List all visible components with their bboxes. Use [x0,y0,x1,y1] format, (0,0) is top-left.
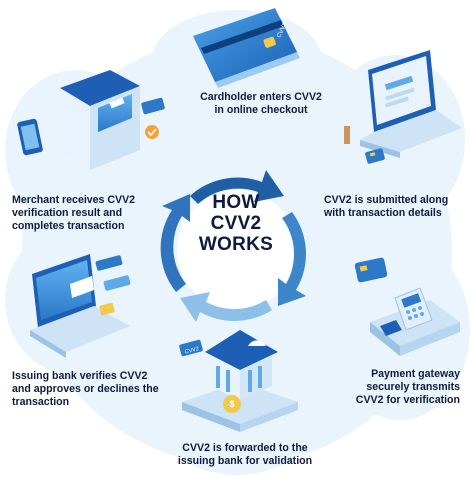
step-caption-6: Merchant receives CVV2 verification resu… [12,194,135,233]
center-circle [177,190,297,310]
step-6-line-2: verification result and [12,207,123,219]
step-3-line-2: securely transmits [366,381,460,393]
center-title-line-1: HOW [212,192,260,213]
step-1-line-1: Cardholder enters CVV2 [200,91,322,103]
payment-terminal-illustration [354,257,460,356]
bank-badge-cvv: CVV2 [184,346,199,356]
step-2-line-2: with transaction details [324,207,442,219]
credit-card-illustration: CVV2 [193,8,300,88]
step-1-line-2: in online checkout [214,104,308,116]
arrow-segment-3 [180,292,272,322]
step-caption-1: Cardholder enters CVV2 in online checkou… [196,91,326,117]
step-3-line-3: CVV2 for verification [355,394,460,406]
bank-computer-illustration [30,254,131,358]
arrow-segment-4 [160,194,190,292]
step-5-line-2: and approves or declines the [12,383,159,395]
svg-text:$: $ [229,399,234,409]
step-6-line-1: Merchant receives CVV2 [12,194,136,206]
step-caption-5: Issuing bank verifies CVV2 and approves … [12,370,159,409]
step-4-line-2: issuing bank for validation [177,455,313,467]
step-3-line-1: Payment gateway [371,368,460,380]
step-caption-2: CVV2 is submitted along with transaction… [324,194,448,220]
cycle-arrows [160,170,306,322]
step-2-line-1: CVV2 is submitted along [324,194,449,206]
laptop-illustration [344,50,462,164]
center-title-line-3: WORKS [198,234,274,255]
merchant-kiosk-illustration [17,70,165,170]
arrow-segment-1 [190,170,284,204]
step-5-line-3: transaction [12,396,70,408]
step-4-line-1: CVV2 is forwarded to the [182,442,308,454]
step-6-line-3: completes transaction [12,220,125,232]
step-caption-3: Payment gateway securely transmits CVV2 … [340,368,460,407]
arrow-segment-2 [278,212,306,306]
center-title-line-2: CVV2 [210,213,262,234]
step-caption-4: CVV2 is forwarded to the issuing bank fo… [172,442,318,468]
step-5-line-1: Issuing bank verifies CVV2 [12,370,148,382]
center-title: HOW CVV2 WORKS [190,192,282,255]
bank-building-illustration: $ CVV2 [179,330,298,432]
